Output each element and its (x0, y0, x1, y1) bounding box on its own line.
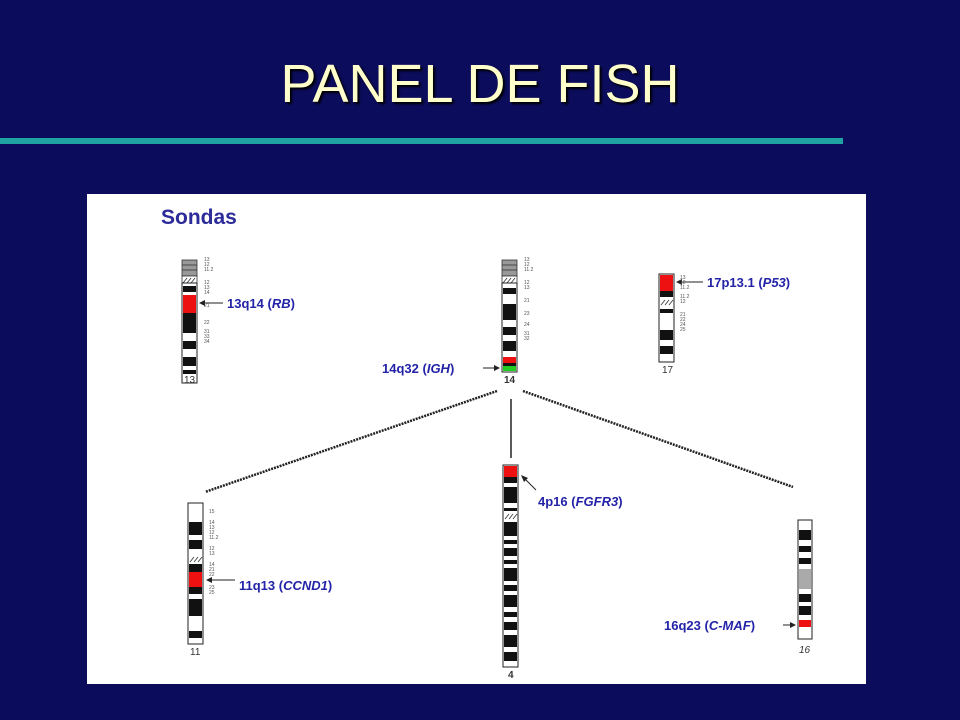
chromosome-number-16: 16 (799, 645, 811, 656)
arrowhead-16q23 (790, 622, 796, 628)
probe-label-13q14: 13q14 (RB) (227, 296, 295, 311)
band-label: 13 (524, 257, 530, 263)
band-label: 14 (209, 562, 215, 568)
fish-panel-diagram: Sondas (87, 194, 866, 684)
band-label: 13 (524, 285, 530, 291)
chromosome-11 (187, 502, 204, 645)
band-labels-11: 15 14 13 12 11.2 12 13 14 21 22 23 25 (209, 510, 218, 596)
band-label: 34 (204, 339, 210, 345)
arrowhead-4p16 (521, 475, 528, 482)
chromosome-number-4: 4 (508, 670, 514, 681)
band-label: 13 (209, 525, 215, 531)
chromosome-number-13: 13 (184, 375, 196, 386)
probe-label-14q32: 14q32 (IGH) (382, 361, 455, 376)
band-label: 14 (209, 520, 215, 526)
band-label: 12 (680, 280, 686, 286)
band-label: 31 (204, 329, 210, 335)
arrowhead-14q32 (494, 365, 500, 371)
band-label: 12 (209, 530, 215, 536)
title-divider (0, 138, 843, 144)
band-label: 12 (209, 546, 215, 552)
band-label: 33 (204, 334, 210, 340)
band-label: 24 (680, 322, 686, 328)
band-labels-17: 13 12 11.2 11.2 12 21 22 24 25 (680, 276, 689, 333)
band-label: 11.2 (209, 535, 219, 541)
probe-label-16q23: 16q23 (C-MAF) (664, 618, 756, 633)
chromosome-4 (502, 464, 519, 668)
band-label: 11.2 (524, 267, 534, 273)
probe-label-4p16: 4p16 (FGFR3) (538, 494, 623, 509)
chromosome-number-11: 11 (190, 647, 201, 658)
arrowhead-17p13 (676, 279, 682, 285)
connector-14-to-16 (522, 389, 794, 489)
probe-gene: CCND1 (283, 578, 328, 593)
band-label: 13 (209, 551, 215, 557)
probe-gene: FGFR3 (575, 494, 619, 509)
band-label: 11.2 (680, 294, 690, 300)
connector-14-to-11 (204, 389, 498, 494)
band-label: 22 (204, 320, 210, 326)
chromosome-14 (501, 259, 518, 373)
slide-title: PANEL DE FISH (280, 54, 680, 114)
band-label: 22 (209, 572, 215, 578)
band-label: 12 (204, 280, 210, 286)
band-label: 25 (209, 590, 215, 596)
arrowhead-11q13 (206, 577, 212, 583)
chromosome-diagram (181, 259, 813, 668)
band-label: 11.2 (680, 285, 690, 291)
band-label: 13 (204, 257, 210, 263)
probe-gene: RB (271, 296, 291, 311)
band-label: 11.2 (204, 267, 214, 273)
band-label: 13 (680, 275, 686, 281)
band-label: 15 (209, 509, 215, 515)
band-label: 24 (524, 322, 530, 328)
probe-label-17p13: 17p13.1 (P53) (707, 275, 791, 290)
band-labels-13: 13 12 11.2 12 13 14 21 22 31 33 34 (204, 258, 213, 345)
band-label: 21 (680, 312, 686, 318)
probe-locus: 13q14 (227, 296, 264, 311)
probe-gene: P53 (762, 275, 786, 290)
band-label: 23 (524, 311, 530, 317)
chromosome-16 (797, 519, 813, 640)
band-label: 23 (209, 585, 215, 591)
band-label: 32 (524, 336, 530, 342)
band-label: 12 (204, 262, 210, 268)
probe-locus: 14q32 (382, 361, 419, 376)
band-label: 14 (204, 290, 210, 296)
band-label: 12 (524, 280, 530, 286)
probe-locus: 16q23 (664, 618, 701, 633)
band-label: 13 (204, 285, 210, 291)
probe-label-11q13: 11q13 (CCND1) (239, 578, 333, 593)
probe-gene: C-MAF (708, 618, 751, 633)
probe-locus: 17p13.1 (707, 275, 755, 290)
panel-heading: Sondas (161, 206, 237, 229)
probe-gene: IGH (426, 361, 450, 376)
probe-locus: 11q13 (239, 578, 276, 593)
arrowhead-13q14 (199, 300, 205, 306)
band-labels-14: 13 12 11.2 12 13 21 23 24 31 32 (524, 258, 533, 342)
band-label: 31 (524, 331, 530, 337)
chromosome-number-14: 14 (504, 375, 516, 386)
chromosome-17 (658, 273, 675, 363)
band-label: 12 (680, 299, 686, 305)
band-label: 21 (204, 303, 210, 309)
probe-locus: 4p16 (538, 494, 568, 509)
band-label: 21 (209, 567, 215, 573)
band-label: 12 (524, 262, 530, 268)
chromosome-13 (181, 259, 198, 384)
band-label: 22 (680, 317, 686, 323)
band-label: 25 (680, 327, 686, 333)
chromosome-number-17: 17 (662, 365, 674, 376)
band-label: 21 (524, 298, 530, 304)
